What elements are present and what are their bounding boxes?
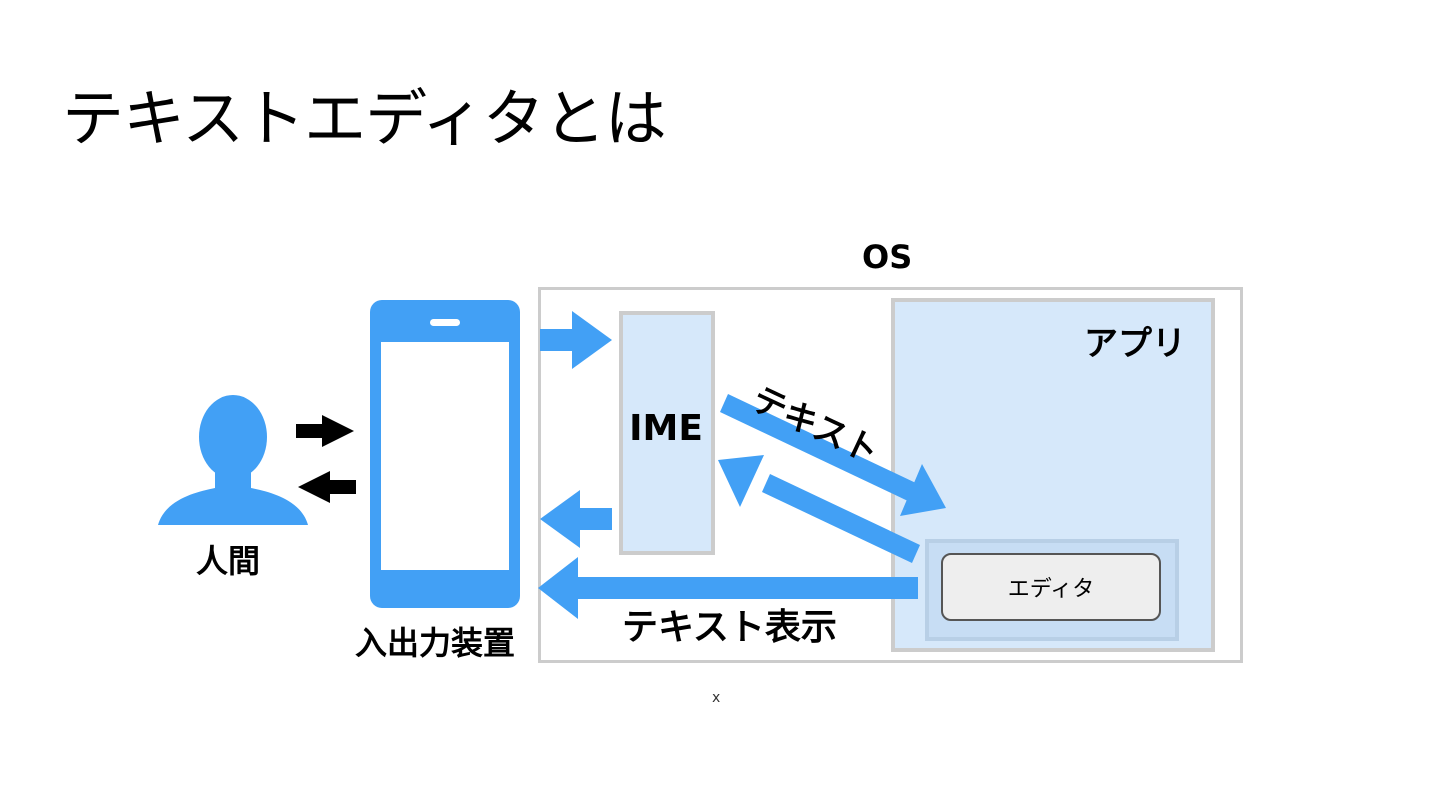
input-arrow-to-device xyxy=(296,415,354,447)
smartphone-icon xyxy=(370,300,520,608)
arrow-device-to-ime xyxy=(540,311,612,369)
ime-box xyxy=(619,311,715,555)
arrow-editor-to-ime xyxy=(718,455,920,563)
human-label: 人間 xyxy=(196,542,261,580)
person-icon xyxy=(158,395,308,525)
footer-mark: x xyxy=(712,690,721,706)
arrow-ime-to-device xyxy=(540,490,612,548)
device-label: 入出力装置 xyxy=(355,624,516,662)
app-label: アプリ xyxy=(1084,324,1186,364)
arrow-ime-to-editor xyxy=(720,394,946,516)
editor-label: エディタ xyxy=(1007,577,1095,602)
os-label: OS xyxy=(862,238,913,276)
text-display-label: テキスト表示 xyxy=(622,607,837,648)
slide-title: テキストエディタとは xyxy=(62,82,667,155)
editor-box: エディタ xyxy=(941,553,1161,621)
arrow-editor-to-device xyxy=(538,557,918,619)
output-arrow-to-person xyxy=(298,471,356,503)
ime-label: IME xyxy=(629,408,703,449)
